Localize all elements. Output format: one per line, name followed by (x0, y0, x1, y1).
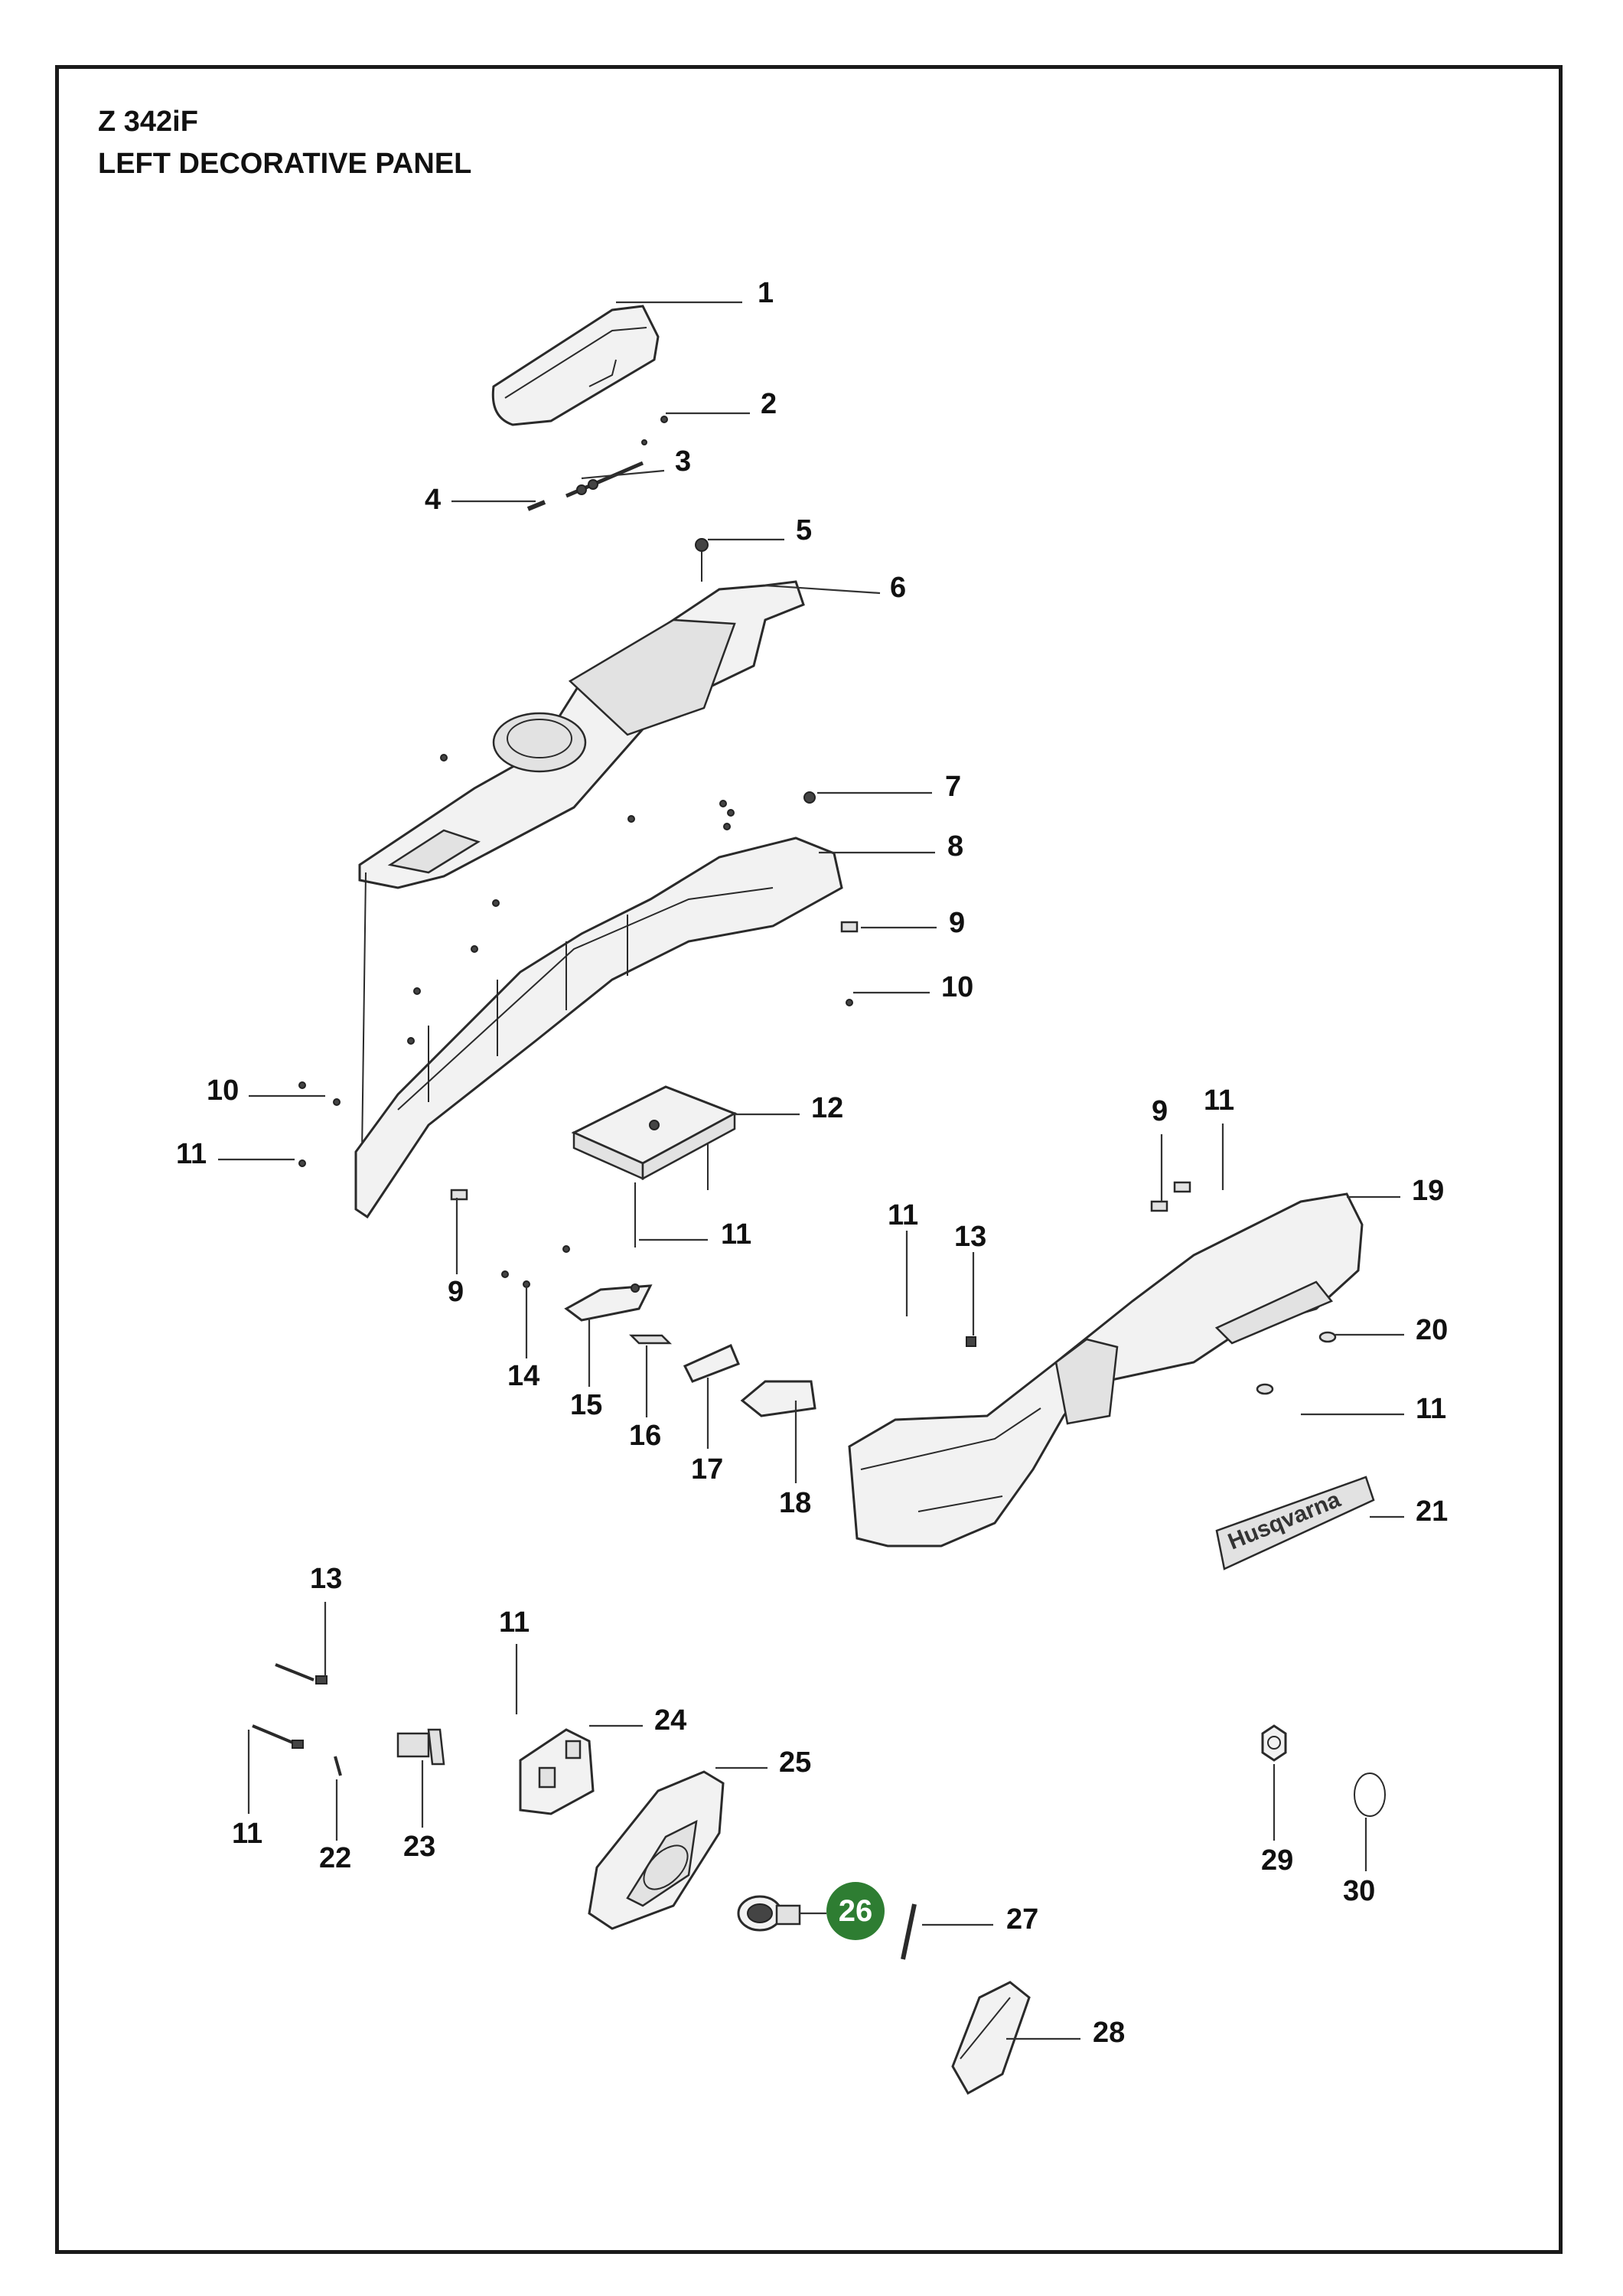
part-20-plug (1256, 1331, 1337, 1395)
part-16-plate (628, 1334, 673, 1345)
callout-label-13: 13 (310, 1563, 342, 1595)
callout-label-10: 10 (207, 1075, 239, 1107)
part-1-handle-cover (491, 305, 660, 426)
wire-harness (252, 1663, 314, 1749)
part-23-connector (396, 1728, 445, 1766)
callout-label-25: 25 (779, 1746, 811, 1779)
part-12-plate (571, 1085, 738, 1247)
part-22-pin (334, 1756, 342, 1776)
part-14-screw (501, 1245, 570, 1288)
callout-label-3: 3 (675, 445, 691, 478)
callout-label-7: 7 (945, 771, 961, 803)
part-26-knob (737, 1895, 801, 1932)
part-25-housing (588, 1770, 725, 1930)
callout-label-16: 16 (629, 1420, 661, 1452)
callout-label-4: 4 (425, 484, 441, 516)
callout-label-21: 21 (1416, 1495, 1448, 1528)
part-8-side-frame (354, 837, 843, 1219)
callout-label-29: 29 (1261, 1844, 1293, 1877)
callout-label-5: 5 (796, 514, 812, 546)
callout-label-6: 6 (890, 572, 906, 604)
callout-label-11: 11 (1204, 1084, 1234, 1117)
part-17-bracket (683, 1343, 740, 1383)
part-2-screw (641, 416, 668, 445)
callout-label-11: 11 (1416, 1393, 1446, 1425)
part-27-rod (901, 1903, 917, 1960)
callout-label-1: 1 (758, 277, 774, 309)
part-9-clip (450, 921, 1191, 1212)
callout-label-19: 19 (1412, 1175, 1444, 1207)
callout-label-22: 22 (319, 1842, 351, 1874)
part-7-screw (803, 791, 816, 804)
callout-label-11: 11 (176, 1138, 207, 1170)
callout-label-28: 28 (1093, 2017, 1125, 2049)
part-15-latch (564, 1283, 653, 1322)
part-3-spring-pin (565, 461, 644, 498)
part-28-cover (951, 1981, 1031, 2095)
callout-label-2: 2 (761, 388, 777, 420)
part-5-screw (695, 538, 709, 582)
callout-label-30: 30 (1343, 1875, 1375, 1907)
part-30-ring (1354, 1773, 1386, 1817)
callout-label-27: 27 (1006, 1903, 1038, 1936)
part-18-bezel (740, 1380, 816, 1417)
callout-label-14: 14 (507, 1360, 539, 1392)
diagram-title-name: LEFT DECORATIVE PANEL (98, 148, 472, 180)
callout-label-9: 9 (1152, 1095, 1168, 1127)
part-19-side-panel (848, 1192, 1364, 1548)
callout-label-9: 9 (949, 907, 965, 939)
callout-label-8: 8 (947, 830, 963, 863)
callout-label-17: 17 (691, 1453, 723, 1486)
part-6-top-console (358, 580, 805, 1210)
part-4-pin (526, 500, 546, 511)
callout-label-18: 18 (779, 1487, 811, 1519)
callout-leader-3 (581, 469, 665, 480)
part-24-bracket (519, 1728, 595, 1815)
callout-label-13: 13 (954, 1221, 986, 1253)
callout-label-20: 20 (1416, 1314, 1448, 1346)
callout-label-11: 11 (499, 1606, 530, 1639)
callout-label-23: 23 (403, 1831, 435, 1863)
callout-label-24: 24 (654, 1704, 686, 1737)
callout-label-11: 11 (888, 1199, 918, 1231)
part-13-nut (315, 1336, 976, 1684)
callout-label-11: 11 (721, 1218, 751, 1251)
callout-label-15: 15 (570, 1389, 602, 1421)
callout-label-10: 10 (941, 971, 973, 1003)
part-21-logo-decal: Husqvarna (1215, 1476, 1375, 1570)
highlight-callout-label: 26 (839, 1894, 873, 1928)
screw-set-upper (298, 754, 853, 1167)
callout-leader-6 (764, 584, 881, 595)
callout-label-12: 12 (811, 1092, 843, 1124)
diagram-title-model: Z 342iF (98, 106, 198, 138)
callout-label-11: 11 (232, 1818, 262, 1850)
callout-label-9: 9 (448, 1276, 464, 1308)
diagram-frame (55, 65, 1563, 2254)
part-29-nut (1261, 1724, 1287, 1762)
highlight-callout-circle (826, 1882, 885, 1940)
